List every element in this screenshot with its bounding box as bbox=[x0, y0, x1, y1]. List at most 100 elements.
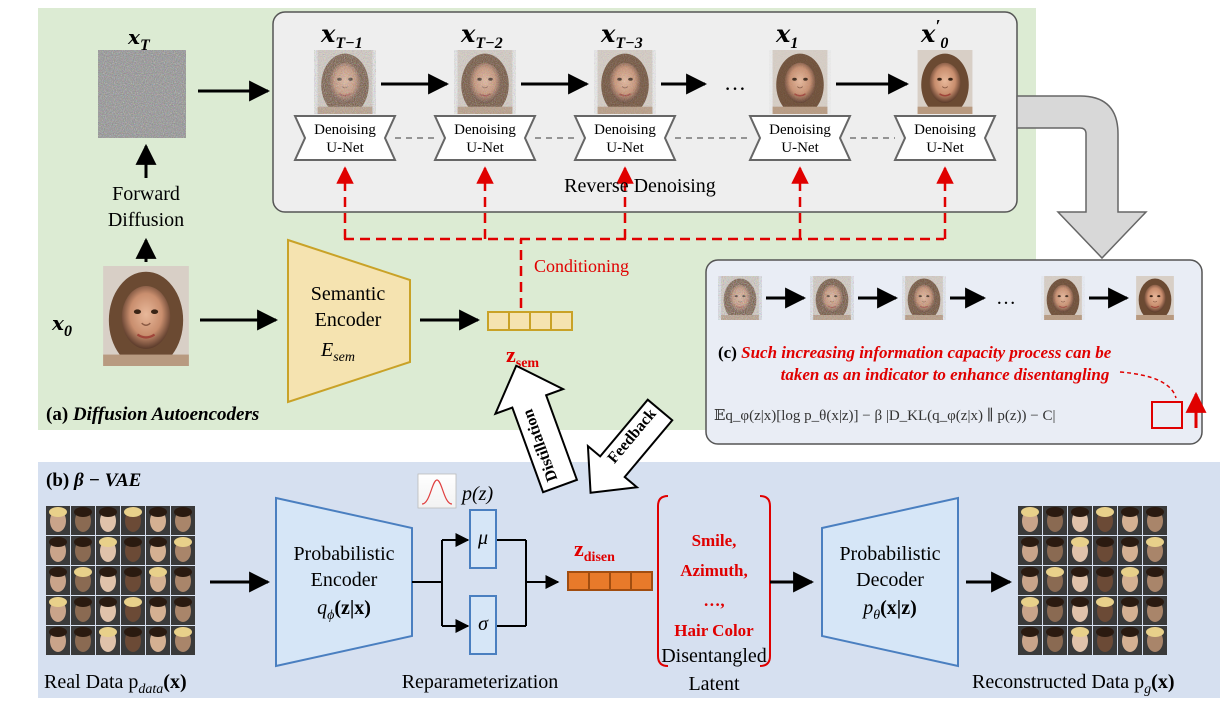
x-step-label-4: 𝒙′0 bbox=[920, 16, 948, 52]
unet-label-line2: U-Net bbox=[606, 140, 644, 156]
grid-face bbox=[1043, 566, 1067, 595]
grid-face bbox=[171, 536, 195, 565]
attribute-item-1: Azimuth, bbox=[680, 561, 748, 580]
grid-face bbox=[1093, 566, 1117, 595]
prob-encoder-symbol: qϕ(z|x) bbox=[317, 597, 371, 623]
attribute-item-3: Hair Color bbox=[674, 621, 754, 640]
unet-label-line1: Denoising bbox=[454, 122, 516, 138]
attribute-list: Smile,Azimuth,…,Hair Color bbox=[674, 531, 754, 640]
grid-face bbox=[71, 506, 95, 535]
disentangled-latent-line2: Latent bbox=[688, 673, 740, 695]
grid-face bbox=[1043, 626, 1067, 655]
grid-face bbox=[71, 536, 95, 565]
grid-face bbox=[146, 596, 170, 625]
denoise-image-2 bbox=[594, 50, 656, 114]
grid-face bbox=[46, 626, 70, 655]
reconstructed-label: Reconstructed Data pg(x) bbox=[972, 671, 1175, 697]
grid-face bbox=[171, 566, 195, 595]
real-data-face-grid bbox=[46, 506, 195, 655]
z-sem-label: zsem bbox=[506, 342, 539, 371]
unet-label-line1: Denoising bbox=[594, 122, 656, 138]
x-T-label: 𝒙T bbox=[127, 27, 151, 54]
forward-diffusion-line1: Forward bbox=[112, 183, 180, 205]
sigma-label: σ bbox=[478, 613, 489, 635]
panel-c-formula: 𝔼q_φ(z|x)[log p_θ(x|z)] − β |D_KL(q_φ(z|… bbox=[714, 407, 1056, 424]
grid-face bbox=[1043, 506, 1067, 535]
unet-label-line2: U-Net bbox=[326, 140, 364, 156]
reparam-branches bbox=[412, 533, 560, 633]
ellipsis: … bbox=[724, 70, 746, 95]
grid-face bbox=[46, 506, 70, 535]
reparameterization-label: Reparameterization bbox=[402, 671, 559, 693]
grid-face bbox=[171, 506, 195, 535]
grid-face bbox=[1068, 536, 1092, 565]
panel-b-label: (b) β − VAE bbox=[46, 470, 141, 491]
grid-face bbox=[1118, 596, 1142, 625]
mu-box bbox=[469, 509, 497, 569]
capacity-c-highlight bbox=[1151, 401, 1183, 429]
attribute-bracket-left bbox=[657, 495, 669, 667]
grid-face bbox=[1093, 506, 1117, 535]
grid-face bbox=[1143, 596, 1167, 625]
x-0-face-image bbox=[103, 266, 189, 366]
unet-label-line1: Denoising bbox=[914, 122, 976, 138]
grid-face bbox=[71, 626, 95, 655]
grid-face bbox=[1143, 506, 1167, 535]
capacity-image-3 bbox=[1041, 276, 1085, 320]
grid-face bbox=[171, 596, 195, 625]
grid-face bbox=[96, 596, 120, 625]
prob-decoder-line1: Probabilistic bbox=[839, 543, 940, 565]
grid-face bbox=[146, 506, 170, 535]
grid-face bbox=[46, 596, 70, 625]
panel-a-label: (a) Diffusion Autoencoders bbox=[46, 404, 259, 425]
grid-face bbox=[1018, 506, 1042, 535]
attribute-item-2: …, bbox=[703, 591, 724, 610]
grid-face bbox=[1018, 626, 1042, 655]
x-step-label-0: 𝒙T−1 bbox=[320, 22, 363, 52]
x-step-label-2: 𝒙T−3 bbox=[600, 22, 643, 52]
prime-mark: ′ bbox=[935, 16, 940, 36]
grid-face bbox=[121, 536, 145, 565]
grid-face bbox=[1118, 626, 1142, 655]
prob-encoder-line2: Encoder bbox=[311, 569, 378, 591]
z-disen-label: zdisen bbox=[574, 536, 615, 565]
prob-encoder-line1: Probabilistic bbox=[293, 543, 394, 565]
grid-face bbox=[96, 536, 120, 565]
grid-face bbox=[1143, 566, 1167, 595]
grid-face bbox=[121, 626, 145, 655]
x-T-noise-image bbox=[98, 50, 186, 138]
grid-face bbox=[1118, 506, 1142, 535]
reverse-denoising-label: Reverse Denoising bbox=[564, 175, 716, 197]
disentangled-latent-line1: Disentangled bbox=[661, 645, 767, 667]
unet-label-line1: Denoising bbox=[769, 122, 831, 138]
x-step-label-1: 𝒙T−2 bbox=[460, 22, 503, 52]
grid-face bbox=[121, 596, 145, 625]
grid-face bbox=[1118, 566, 1142, 595]
capacity-dashed-link bbox=[1119, 371, 1177, 399]
unet-label-line1: Denoising bbox=[314, 122, 376, 138]
prob-decoder-line2: Decoder bbox=[856, 569, 924, 591]
conditioning-label: Conditioning bbox=[534, 256, 629, 276]
capacity-ellipsis: … bbox=[996, 287, 1016, 309]
grid-face bbox=[1093, 596, 1117, 625]
grid-face bbox=[46, 536, 70, 565]
grid-face bbox=[1018, 596, 1042, 625]
panel-c-text-line2: taken as an indicator to enhance disenta… bbox=[781, 365, 1110, 384]
grid-face bbox=[1143, 626, 1167, 655]
reconstructed-face-grid bbox=[1018, 506, 1167, 655]
denoise-image-0 bbox=[314, 50, 376, 114]
capacity-image-4 bbox=[1135, 276, 1175, 320]
real-data-label: Real Data pdata(x) bbox=[44, 671, 187, 697]
panel-c-text-line1: (c) Such increasing information capacity… bbox=[718, 343, 1112, 362]
mu-label: μ bbox=[477, 527, 488, 549]
prob-decoder-symbol: pθ(x|z) bbox=[861, 597, 917, 623]
z-disen-vector bbox=[567, 571, 653, 591]
unet-label-line2: U-Net bbox=[466, 140, 504, 156]
denoise-image-4 bbox=[916, 50, 974, 114]
